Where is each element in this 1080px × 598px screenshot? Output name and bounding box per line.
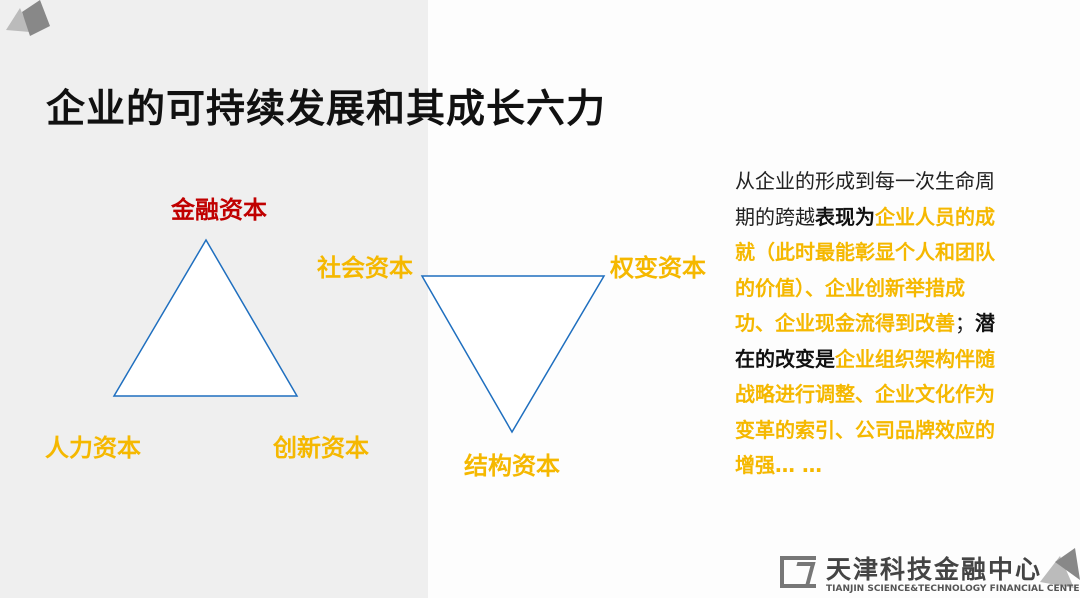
body-text-normal: 从企业的形成到每一次生命周期的跨越: [735, 169, 995, 229]
label-financial-capital: 金融资本: [171, 196, 267, 224]
triangle-down: [420, 275, 606, 434]
body-text-highlight: 企业人员的成就（此时最能彰显个人和团队的价值）、企业创新举措成功、企业现金流得到…: [735, 204, 995, 336]
page-title: 企业的可持续发展和其成长六力: [46, 87, 607, 132]
body-paragraph: 从企业的形成到每一次生命周期的跨越表现为企业人员的成就（此时最能彰显个人和团队的…: [735, 164, 995, 484]
label-social-capital: 社会资本: [317, 254, 413, 282]
body-text-bold: 表现为: [815, 204, 875, 229]
body-text-bold: 潜在的改变是: [735, 311, 995, 371]
logo: 天津科技金融中心 TIANJIN SCIENCE&TECHNOLOGY FINA…: [780, 556, 1080, 594]
logo-text-cn: 天津科技金融中心: [826, 555, 1043, 584]
triangle-up: [112, 238, 299, 397]
label-human-capital: 人力资本: [45, 434, 141, 462]
logo-text-en: TIANJIN SCIENCE&TECHNOLOGY FINANCIAL CEN…: [826, 584, 1080, 594]
label-structural-capital: 结构资本: [464, 452, 560, 480]
logo-mark-icon: [780, 556, 816, 588]
corner-decoration-top-left: [6, 0, 50, 36]
label-innovation-capital: 创新资本: [273, 434, 369, 462]
body-text-highlight: 企业组织架构伴随战略进行调整、企业文化作为变革的索引、公司品牌效应的增强… …: [735, 346, 995, 478]
label-contingency-capital: 权变资本: [610, 254, 706, 282]
corner-decoration-bottom-right: [1040, 548, 1080, 588]
body-text-semicolon: ；: [955, 311, 975, 335]
